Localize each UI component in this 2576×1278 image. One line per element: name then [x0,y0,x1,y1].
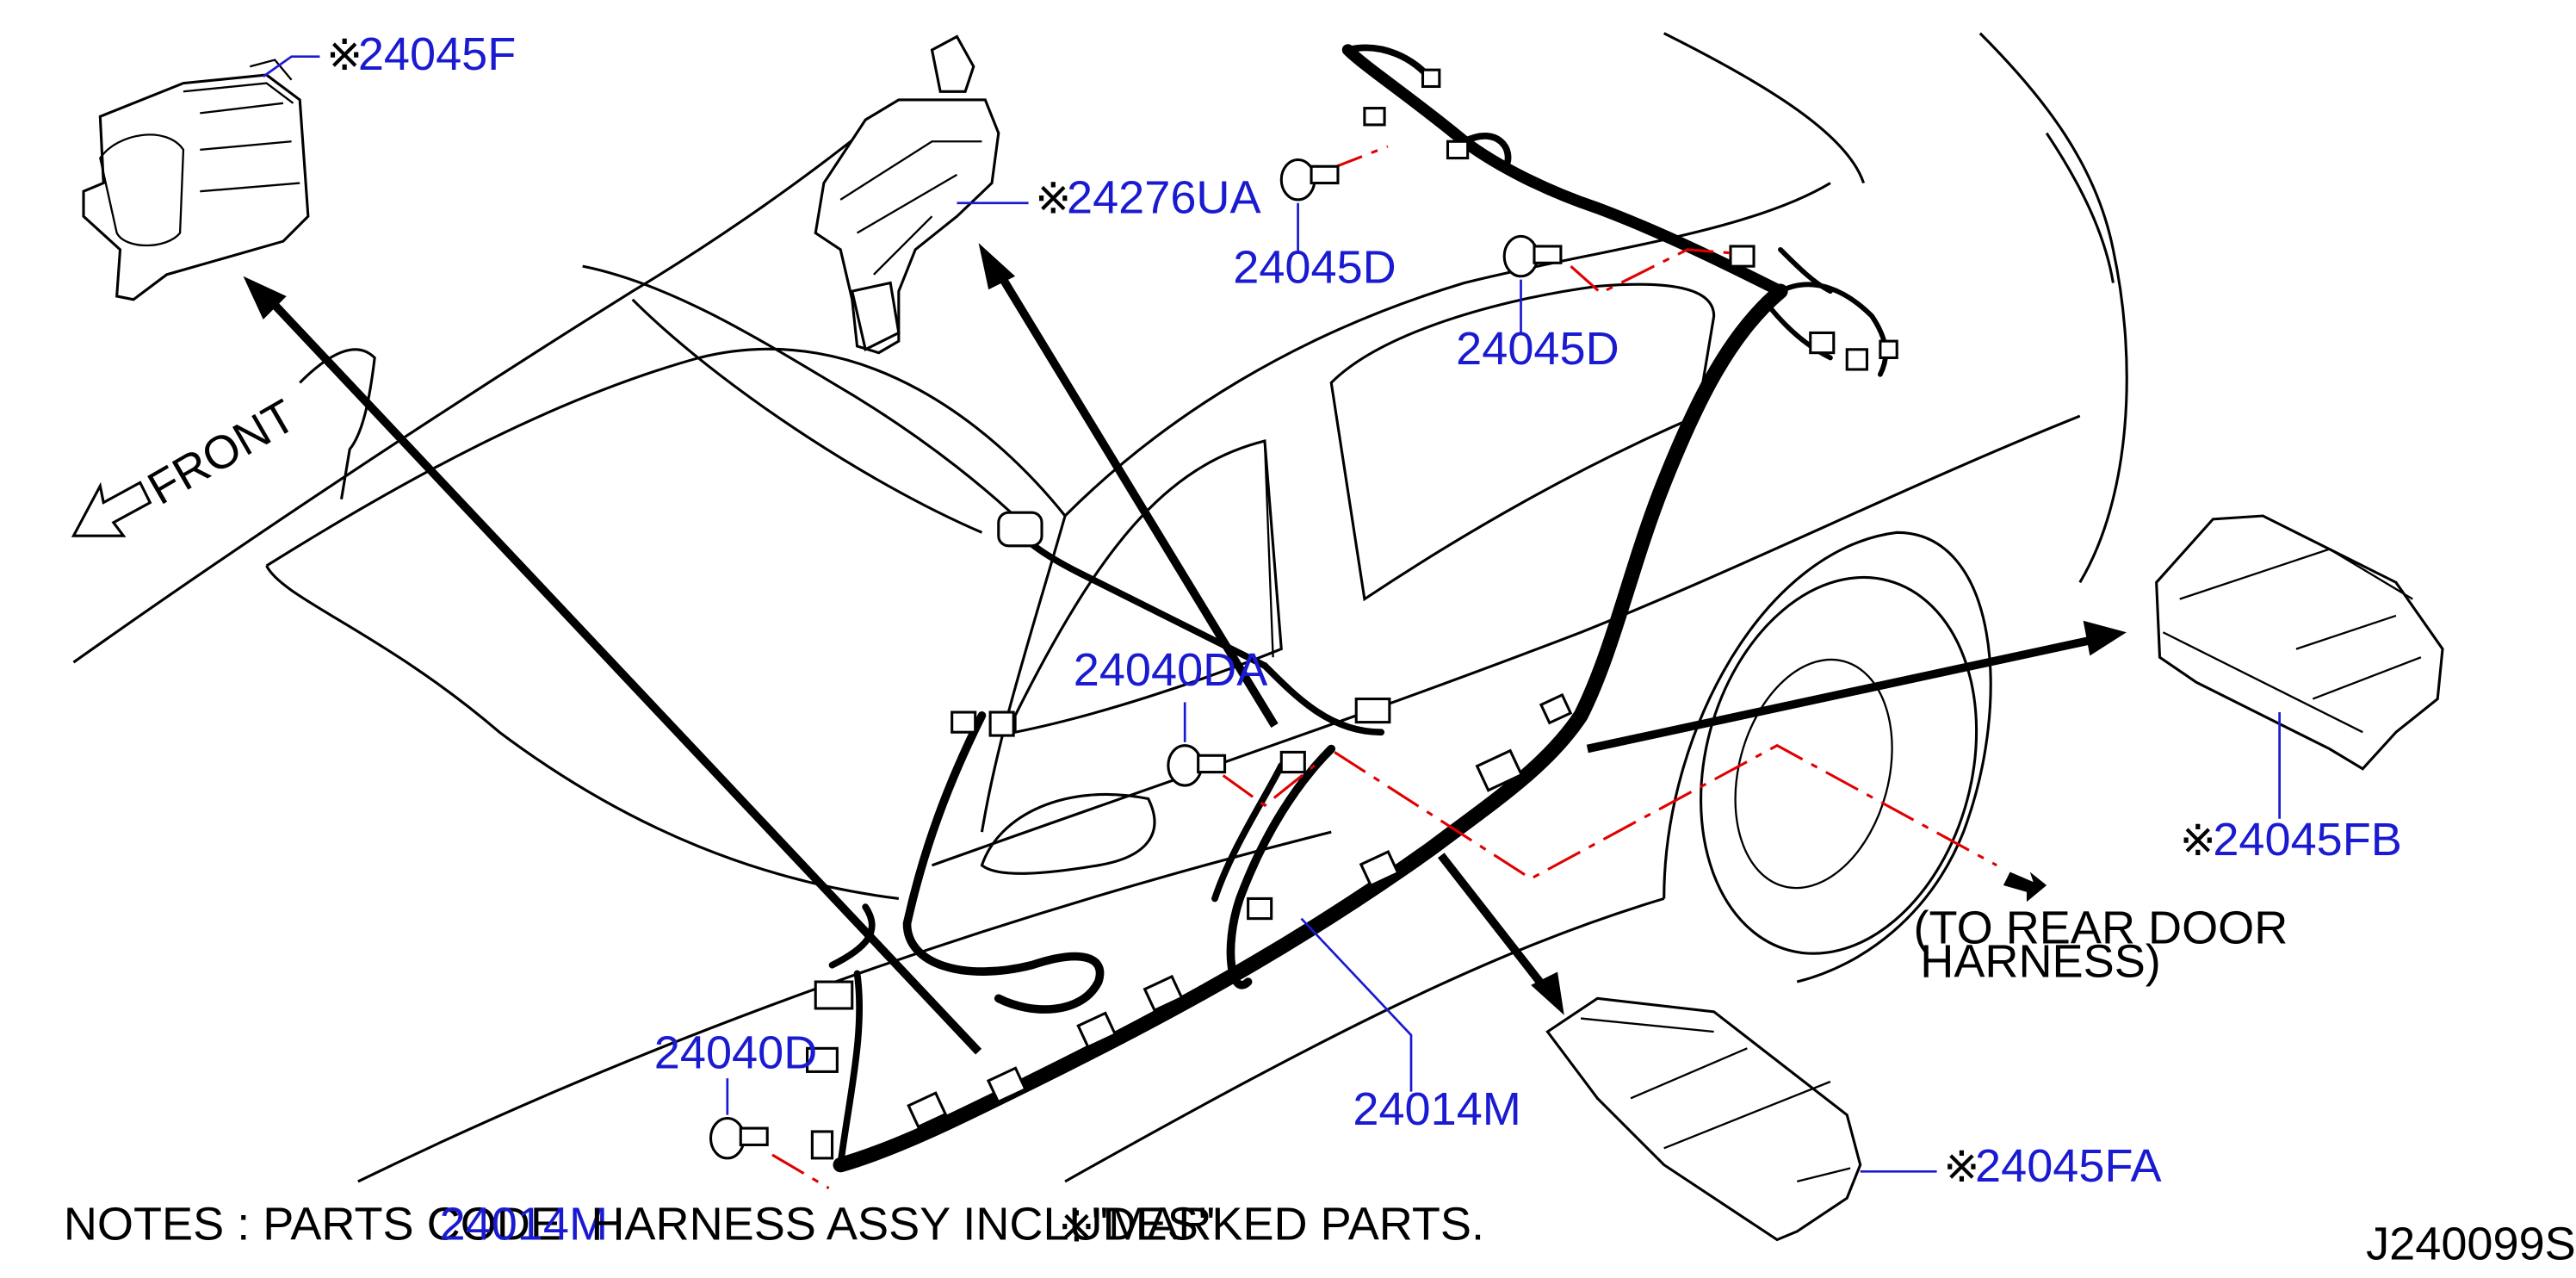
clip-24045FB-drawing [2155,514,2444,771]
marker-24276UA: ※ [1035,172,1071,223]
bolt-24045D-top-drawing [1279,158,1340,202]
callouts: ※ 24045F ※ 24276UA 24045D 24045D 24040DA… [262,28,2402,1192]
marker-24045F: ※ [326,29,362,80]
wire-harness-24014M [806,44,1898,1173]
bolt-24040DA-drawing [1167,744,1227,787]
notes-suffix: "MARKED PARTS. [1092,1199,1484,1250]
callout-24045FB: 24045FB [2213,814,2402,865]
pointer-arrows [243,243,2127,1055]
diagram-id: J240099S [2366,1219,2576,1270]
notes-middle: HARNESS ASSY INCLUDES" [591,1199,1215,1250]
callout-24045D-mid: 24045D [1456,323,1619,375]
callout-24040D: 24040D [654,1027,818,1079]
clip-24045F-drawing [82,59,310,301]
bolt-24045D-mid-drawing [1502,234,1563,278]
callout-24014M: 24014M [1353,1083,1520,1135]
clip-24045FA-drawing [1545,996,1862,1242]
callout-24045F: 24045F [358,28,516,80]
bolt-24040D-drawing [709,1116,769,1160]
callout-24040DA: 24040DA [1074,644,1268,696]
rear-door-note-line1: (TO REAR DOOR [1914,903,2288,954]
front-label: FRONT [139,390,304,515]
callout-24276UA: 24276UA [1067,171,1261,223]
rear-door-note: (TO REAR DOOR HARNESS) [1914,872,2288,987]
marker-24045FA: ※ [1943,1141,1979,1192]
notes-prefix: NOTES : PARTS CODE [64,1199,561,1250]
notes-footer: NOTES : PARTS CODE 24014M HARNESS ASSY I… [64,1199,1484,1252]
notes-marker: ※ [1058,1200,1094,1251]
rear-door-note-line2: HARNESS) [1920,935,2161,987]
notes-code: 24014M [440,1199,608,1250]
harness-connectors [806,68,1898,1160]
marker-24045FB: ※ [2180,815,2216,865]
callout-24045D-top: 24045D [1233,241,1396,293]
callout-24045FA: 24045FA [1975,1140,2162,1192]
car-body-outline [72,32,2128,1183]
bracket-24276UA-drawing [814,34,1000,355]
front-direction-arrow: FRONT [71,390,304,537]
